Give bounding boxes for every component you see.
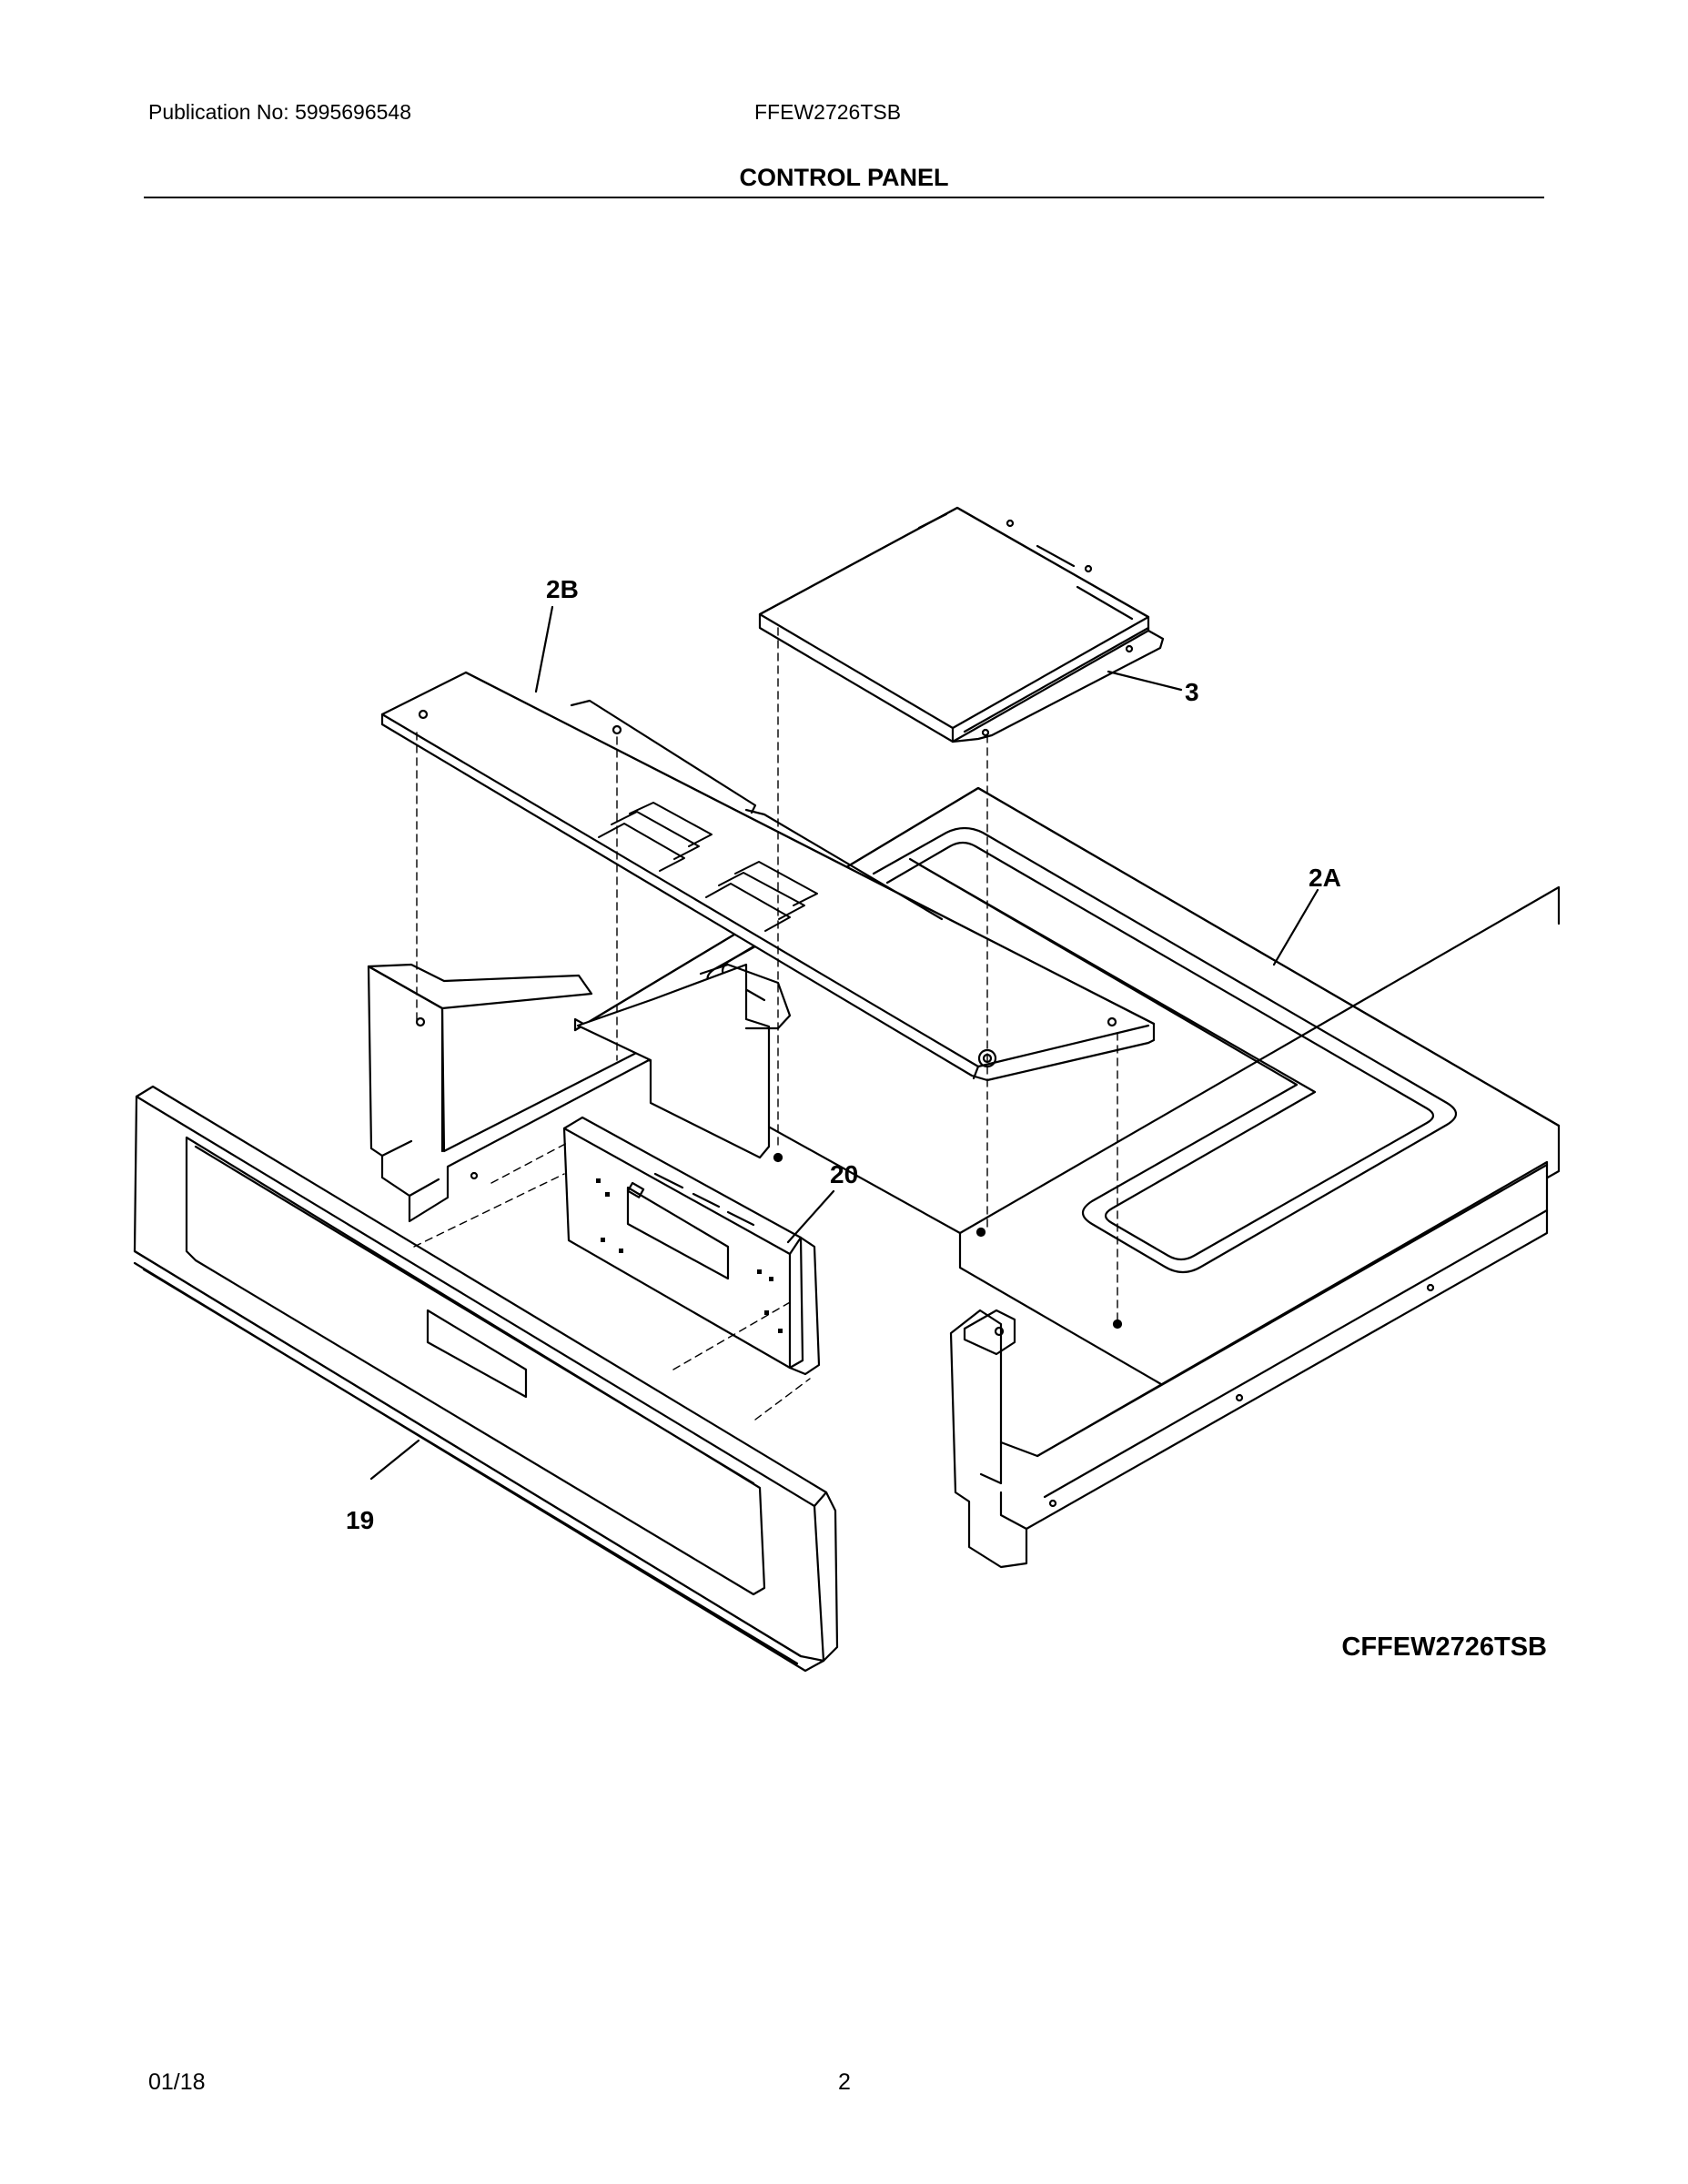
page-number: 2 [838, 2069, 851, 2095]
leader-lines [369, 605, 1319, 1481]
part-3-cover-plate [758, 506, 1165, 743]
callout-2A: 2A [1309, 864, 1341, 892]
callout-2B: 2B [546, 575, 579, 603]
page-title: CONTROL PANEL [739, 164, 949, 191]
publication-number: Publication No: 5995696548 [148, 100, 412, 124]
alignment-lines [413, 627, 1118, 1421]
callout-labels: 2B 3 2A 20 19 [346, 575, 1341, 1534]
part-20-control-board [562, 1116, 821, 1376]
footer-date: 01/18 [148, 2069, 206, 2095]
diagram-code: CFFEW2726TSB [1341, 1633, 1547, 1662]
part-19-front-fascia [133, 1085, 839, 1673]
callout-20: 20 [830, 1160, 858, 1188]
callout-19: 19 [346, 1506, 374, 1534]
header-divider [144, 197, 1544, 198]
callout-3: 3 [1185, 678, 1199, 706]
part-2A-center-section [576, 963, 792, 1159]
model-number: FFEW2726TSB [754, 100, 902, 124]
part-2B-vented-panel [380, 671, 1156, 1082]
